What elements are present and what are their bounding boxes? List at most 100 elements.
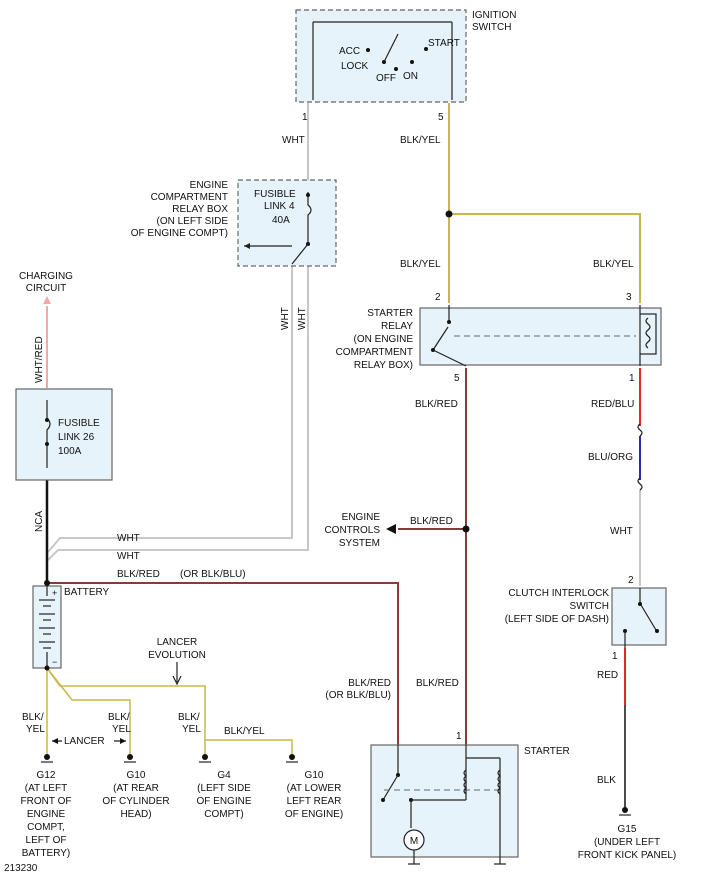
svg-text:1: 1 — [629, 373, 635, 384]
svg-text:RELAY BOX: RELAY BOX — [172, 204, 228, 215]
svg-text:OF CYLINDER: OF CYLINDER — [102, 796, 169, 807]
svg-text:CLUTCH INTERLOCK: CLUTCH INTERLOCK — [508, 588, 609, 599]
wire-blk-red-battery — [48, 582, 399, 745]
arrow-left-icon — [386, 524, 396, 534]
svg-text:SWITCH: SWITCH — [570, 601, 609, 612]
label-wht-v2: WHT — [297, 307, 308, 330]
svg-text:ENGINE: ENGINE — [190, 180, 229, 191]
svg-text:2: 2 — [628, 575, 634, 586]
svg-text:BATTERY): BATTERY) — [22, 848, 71, 859]
label-wht-clutch: WHT — [610, 526, 633, 537]
svg-text:G10: G10 — [305, 770, 324, 781]
ecs-label-2: CONTROLS — [324, 525, 380, 536]
ground-g15-label: G15 (UNDER LEFT FRONT KICK PANEL) — [578, 824, 677, 861]
svg-text:START: START — [428, 38, 460, 49]
connector-red-blu — [637, 423, 643, 437]
svg-text:1: 1 — [612, 651, 618, 662]
svg-text:FUSIBLE: FUSIBLE — [58, 418, 100, 429]
svg-text:FRONT KICK PANEL): FRONT KICK PANEL) — [578, 850, 677, 861]
splice-blk-yel — [445, 210, 453, 218]
svg-text:HEAD): HEAD) — [120, 809, 151, 820]
svg-text:G4: G4 — [217, 770, 231, 781]
label-blk-red-starter2: BLK/RED — [416, 678, 459, 689]
lancer-evo-label-2: EVOLUTION — [148, 650, 206, 661]
svg-text:LINK 26: LINK 26 — [58, 432, 95, 443]
wire-blk-yel-branch — [449, 213, 641, 303]
svg-text:(AT REAR: (AT REAR — [113, 783, 159, 794]
svg-text:1: 1 — [302, 112, 308, 123]
svg-text:OF ENGINE: OF ENGINE — [196, 796, 251, 807]
ground-icon-g15 — [619, 807, 631, 816]
svg-text:ENGINE: ENGINE — [27, 809, 66, 820]
svg-text:(LEFT SIDE OF DASH): (LEFT SIDE OF DASH) — [505, 614, 609, 625]
svg-text:BLK/YEL: BLK/YEL — [224, 726, 265, 737]
label-blk-yel-left: BLK/YEL — [400, 259, 441, 270]
wire-wht-fuse4 — [47, 265, 293, 553]
svg-text:STARTER: STARTER — [367, 308, 413, 319]
svg-text:ON: ON — [403, 71, 418, 82]
ground-icon-g10a — [124, 754, 136, 763]
svg-text:(UNDER LEFT: (UNDER LEFT — [594, 837, 660, 848]
svg-text:(AT LOWER: (AT LOWER — [287, 783, 342, 794]
label-red-blu: RED/BLU — [591, 399, 634, 410]
svg-text:LINK 4: LINK 4 — [264, 201, 295, 212]
svg-text:COMPT,: COMPT, — [27, 822, 65, 833]
svg-text:1: 1 — [456, 731, 462, 742]
ecs-label: ENGINE — [342, 512, 381, 523]
svg-text:IGNITION: IGNITION — [472, 10, 516, 21]
svg-text:BLK/: BLK/ — [22, 712, 44, 723]
svg-text:NCA: NCA — [34, 511, 45, 532]
starter-relay: STARTER RELAY (ON ENGINE COMPARTMENT REL… — [336, 292, 662, 384]
svg-text:(AT LEFT: (AT LEFT — [25, 783, 67, 794]
relay-box-fuse4: ENGINE COMPARTMENT RELAY BOX (ON LEFT SI… — [131, 179, 337, 267]
label-blk-red-relay: BLK/RED — [415, 399, 458, 410]
label-blu-org: BLU/ORG — [588, 452, 633, 463]
label-blk-red-h: BLK/RED — [117, 569, 160, 580]
svg-text:(ON LEFT SIDE: (ON LEFT SIDE — [157, 216, 229, 227]
svg-text:OFF: OFF — [376, 73, 396, 84]
ground-icon-g4 — [199, 754, 211, 763]
svg-text:COMPARTMENT: COMPARTMENT — [336, 347, 413, 358]
svg-text:ACC: ACC — [339, 46, 360, 57]
fusible-link-26: FUSIBLE LINK 26 100A NCA — [15, 388, 113, 532]
svg-text:COMPARTMENT: COMPARTMENT — [151, 192, 228, 203]
svg-text:5: 5 — [438, 112, 444, 123]
charging-label-2: CIRCUIT — [26, 283, 67, 294]
svg-text:M: M — [410, 836, 418, 847]
svg-text:YEL: YEL — [182, 724, 201, 735]
label-blk-red-starter1: BLK/RED — [348, 678, 391, 689]
svg-text:2: 2 — [435, 292, 441, 303]
ground-g10b-label: G10 (AT LOWER LEFT REAR OF ENGINE) — [285, 770, 343, 820]
wire-g4 — [46, 667, 206, 755]
label-wht-h1: WHT — [117, 533, 140, 544]
svg-text:BLK/: BLK/ — [108, 712, 130, 723]
svg-text:+: + — [52, 588, 57, 598]
svg-text:RELAY: RELAY — [381, 321, 413, 332]
lancer-evo-label: LANCER — [157, 637, 198, 648]
arrow-up-icon — [43, 296, 51, 304]
svg-text:40A: 40A — [272, 215, 290, 226]
svg-text:FUSIBLE: FUSIBLE — [254, 189, 296, 200]
ecs-label-3: SYSTEM — [339, 538, 380, 549]
wire-label-wht-red: WHT/RED — [34, 336, 45, 383]
ignition-switch: IGNITION SWITCH ACC LOCK OFF ON START 1 … — [295, 9, 516, 123]
label-or-blk-blu: (OR BLK/BLU) — [180, 569, 246, 580]
svg-text:STARTER: STARTER — [524, 746, 570, 757]
svg-text:BATTERY: BATTERY — [64, 587, 110, 598]
ground-icon-g12 — [41, 754, 53, 763]
label-wht-ign: WHT — [282, 135, 305, 146]
label-red-clutch: RED — [597, 670, 618, 681]
wire-g10a — [46, 667, 131, 755]
svg-text:YEL: YEL — [26, 724, 45, 735]
label-blk-yel-top: BLK/YEL — [400, 135, 441, 146]
lancer-label: LANCER — [64, 736, 105, 747]
svg-text:YEL: YEL — [112, 724, 131, 735]
svg-text:LEFT OF: LEFT OF — [26, 835, 67, 846]
svg-text:G10: G10 — [127, 770, 146, 781]
label-or-blk-blu2: (OR BLK/BLU) — [325, 690, 391, 701]
svg-text:3: 3 — [626, 292, 632, 303]
label-wht-h2: WHT — [117, 551, 140, 562]
starter: STARTER 1 M — [370, 731, 570, 865]
ground-g10a-label: G10 (AT REAR OF CYLINDER HEAD) — [102, 770, 169, 820]
